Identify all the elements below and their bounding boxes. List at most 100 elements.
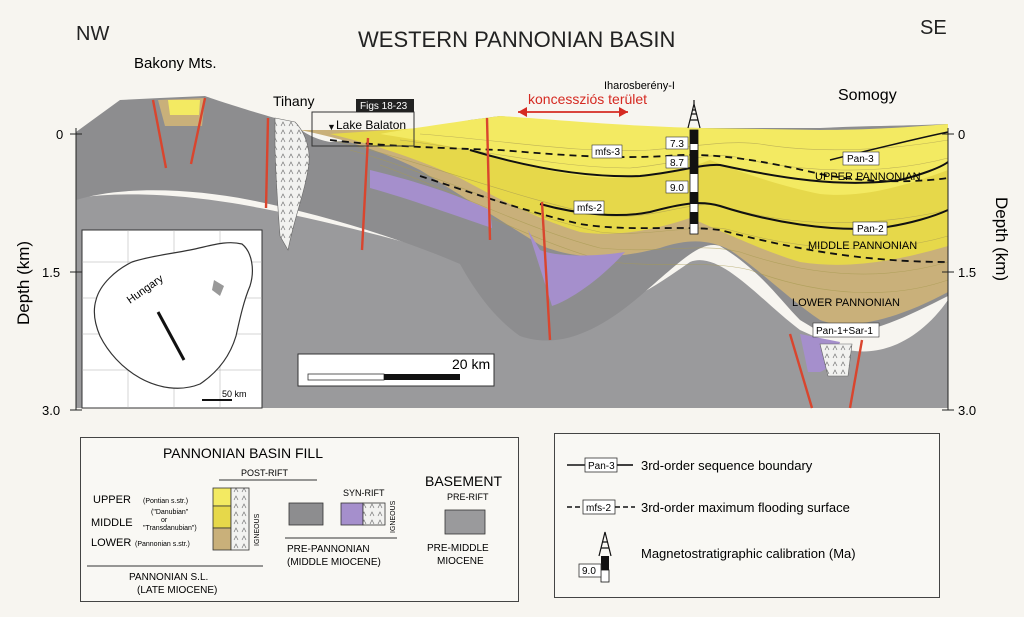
inset-scale-label: 50 km xyxy=(222,389,247,399)
label-somogy: Somogy xyxy=(838,87,897,104)
legend-surfaces-graphic: Pan-3 3rd-order sequence boundary mfs-2 … xyxy=(567,457,856,583)
left-depth-label: Depth (km) xyxy=(14,241,33,325)
pan2-tag xyxy=(852,221,888,236)
legend-middle-note-2: "Transdanubian") xyxy=(143,525,197,532)
syn-rift-wedge-1 xyxy=(370,170,492,228)
pan3-label: Pan-3 xyxy=(847,154,874,165)
right-tick-1: 1.5 xyxy=(958,265,976,280)
pan1-tag xyxy=(812,322,880,338)
legend-seq-boundary: 3rd-order sequence boundary xyxy=(641,458,813,473)
pan1-label: Pan-1+Sar-1 xyxy=(816,326,873,337)
scale-bar-black xyxy=(384,374,460,380)
legend-title: PANNONIAN BASIN FILL xyxy=(163,445,323,461)
concession-arrow-right-icon xyxy=(619,107,628,117)
well-age-box-3 xyxy=(665,180,689,194)
scale-bar-frame xyxy=(297,353,495,387)
mfs2-label: mfs-2 xyxy=(577,203,602,214)
pan2-label: Pan-2 xyxy=(857,224,884,235)
legend-calib-tag xyxy=(578,563,602,578)
right-tick-0: 0 xyxy=(958,127,965,142)
label-bakony: Bakony Mts. xyxy=(134,55,217,72)
legend-upper: UPPER xyxy=(93,494,131,506)
lower-pannonian-label: LOWER PANNONIAN xyxy=(792,297,900,309)
legend-late-miocene: (LATE MIOCENE) xyxy=(137,585,217,596)
legend-flooding: 3rd-order maximum flooding surface xyxy=(641,500,850,515)
label-tihany: Tihany xyxy=(273,93,315,109)
legend-middle-note-1: ("Danubian" xyxy=(151,509,189,516)
faults xyxy=(151,97,864,409)
legend-pre-pannonian: PRE-PANNONIAN xyxy=(287,544,370,555)
figs-tag xyxy=(356,99,414,112)
syn-rift-wedge-2 xyxy=(528,230,625,306)
legend-basement: BASEMENT xyxy=(425,473,502,489)
well-derrick-icon xyxy=(687,100,701,129)
legend-calibration: Magnetostratigraphic calibration (Ma) xyxy=(641,546,856,561)
page-title: WESTERN PANNONIAN BASIN xyxy=(358,27,675,52)
right-tick-2: 3.0 xyxy=(958,403,976,418)
label-balaton: Lake Balaton xyxy=(336,118,406,132)
legend-pannonian-sl: PANNONIAN S.L. xyxy=(129,572,208,583)
lake-marker-icon: ▼ xyxy=(327,122,336,132)
legend-calib-age: 9.0 xyxy=(582,566,596,577)
legend-igneous-1: IGNEOUS xyxy=(254,513,261,546)
legend-pan3-text: Pan-3 xyxy=(588,461,615,472)
mfs2-tag xyxy=(573,200,605,215)
depth-axis-right xyxy=(942,128,954,411)
legend-derrick-icon xyxy=(598,531,612,557)
well-age-box-2 xyxy=(665,155,689,169)
left-tick-1: 1.5 xyxy=(42,265,60,280)
legend-lower: LOWER xyxy=(91,537,131,549)
hungary-outline xyxy=(93,242,253,389)
section-line xyxy=(156,311,186,361)
pan3-tag xyxy=(842,151,880,166)
figs-tag-text: Figs 18-23 xyxy=(360,101,408,112)
well-column-black-4 xyxy=(690,212,698,224)
well-age-box-1 xyxy=(665,136,689,150)
scale-bar-label: 20 km xyxy=(452,356,490,372)
lake-balaton-inset xyxy=(212,280,224,296)
well-age-1: 7.3 xyxy=(670,139,684,150)
direction-nw: NW xyxy=(76,23,109,45)
well-age-3: 9.0 xyxy=(670,183,684,194)
igneous-body-3 xyxy=(819,343,853,377)
well-age-2: 8.7 xyxy=(670,158,684,169)
label-concession: koncessziós terület xyxy=(528,91,647,107)
scale-bar-white xyxy=(307,373,385,381)
mfs3-tag xyxy=(591,144,623,159)
label-well: Iharosberény-I xyxy=(604,80,675,92)
bakony-graben-upper xyxy=(168,100,200,115)
mfs3-label: mfs-3 xyxy=(595,147,620,158)
legend-basin-fill: PANNONIAN BASIN FILL POST-RIFT IGNEOUS U… xyxy=(80,437,519,602)
igneous-tihany xyxy=(274,117,310,251)
well-column-black-3 xyxy=(690,192,698,204)
legend-middle-miocene: (MIDDLE MIOCENE) xyxy=(287,557,381,568)
direction-se: SE xyxy=(920,17,947,39)
legend-middle-note-or: or xyxy=(161,517,168,524)
depth-axis-left xyxy=(70,128,82,411)
legend-basin-fill-graphic: PANNONIAN BASIN FILL POST-RIFT IGNEOUS U… xyxy=(87,445,502,596)
legend-lower-note: (Pannonian s.str.) xyxy=(135,541,190,548)
right-depth-label: Depth (km) xyxy=(992,197,1011,281)
well-column-black-2 xyxy=(690,150,698,174)
basement-body xyxy=(76,132,948,408)
legend-surfaces: Pan-3 3rd-order sequence boundary mfs-2 … xyxy=(554,433,940,598)
legend-mfs2-text: mfs-2 xyxy=(586,503,611,514)
legend-post-rift: POST-RIFT xyxy=(241,468,289,478)
upper-pannonian xyxy=(380,116,948,195)
well-column-black-1 xyxy=(690,130,698,144)
legend-upper-note: (Pontian s.str.) xyxy=(143,498,188,505)
middle-pannonian xyxy=(330,124,948,265)
legend-miocene: MIOCENE xyxy=(437,556,484,567)
legend-igneous-2: IGNEOUS xyxy=(390,500,397,533)
concession-arrow-left-icon xyxy=(518,107,527,117)
legend-middle: MIDDLE xyxy=(91,517,133,529)
middle-pannonian-label: MIDDLE PANNONIAN xyxy=(808,240,917,252)
legend-syn-rift: SYN-RIFT xyxy=(343,488,385,498)
left-tick-0: 0 xyxy=(56,127,63,142)
legend-pre-middle: PRE-MIDDLE xyxy=(427,543,489,554)
upper-pannonian-label: UPPER PANNONIAN xyxy=(815,171,921,183)
left-tick-2: 3.0 xyxy=(42,403,60,418)
legend-pre-rift: PRE-RIFT xyxy=(447,492,489,502)
